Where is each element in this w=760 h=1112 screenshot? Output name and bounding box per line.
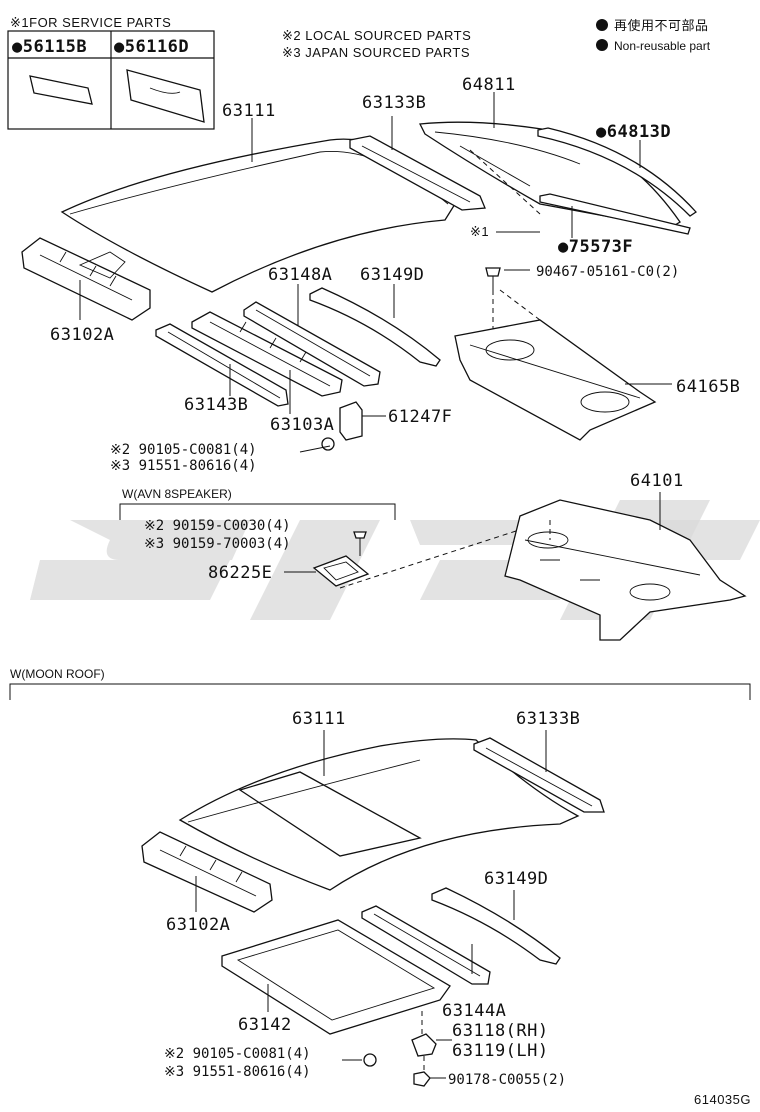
label-63119[interactable]: 63119(LH) [452,1041,549,1061]
moonroof-bracket [9,683,751,700]
package-tray-64165B[interactable] [454,319,657,441]
legend-jp: 再使用不可部品 [614,18,709,33]
legend-en: Non-reusable part [614,39,711,53]
label-avn-local[interactable]: ※2 90159-C0030(4) [144,518,291,534]
bracket-63118-63119[interactable] [411,1033,437,1057]
label-moonroof-bolt-japan[interactable]: ※3 91551-80616(4) [164,1064,311,1080]
part-shape-56115B[interactable] [29,75,93,105]
speaker-bracket-86225E[interactable] [312,555,370,587]
label-avn-japan[interactable]: ※3 90159-70003(4) [144,536,291,552]
legend-bullet-icon [596,19,608,31]
service-parts-box: ●56115B ●56116D [7,30,215,130]
label-63144A[interactable]: 63144A [442,1001,506,1021]
label-56116D[interactable]: ●56116D [114,37,189,57]
label-moonroof-63149D[interactable]: 63149D [484,869,548,889]
avn-condition: W(AVN 8SPEAKER) [122,487,232,501]
label-61247F[interactable]: 61247F [388,407,452,427]
label-63102A[interactable]: 63102A [50,325,114,345]
label-moonroof-63102A[interactable]: 63102A [166,915,230,935]
label-63148A[interactable]: 63148A [268,265,332,285]
label-75573F[interactable]: ●75573F [558,237,633,257]
bolt-moonroof-90105[interactable] [342,1053,377,1067]
label-63133B[interactable]: 63133B [362,93,426,113]
label-63111[interactable]: 63111 [222,101,276,121]
service-parts-note: ※1FOR SERVICE PARTS [10,15,171,30]
label-64811[interactable]: 64811 [462,75,516,95]
sunroof-housing-63142[interactable] [221,919,451,1035]
label-64165B[interactable]: 64165B [676,377,740,397]
rear-header-63103A[interactable] [191,311,343,397]
japan-sourced-note: ※3 JAPAN SOURCED PARTS [282,45,470,60]
nut-90178[interactable] [413,1071,446,1087]
front-header-moonroof-63102A[interactable] [141,831,273,913]
label-bolt-japan[interactable]: ※3 91551-80616(4) [110,458,257,474]
label-63143B[interactable]: 63143B [184,395,248,415]
rail-moonroof-63133B[interactable] [473,737,605,813]
moonroof-condition: W(MOON ROOF) [10,667,105,681]
diagram-code: 614035G [694,1092,751,1107]
label-moonroof-bolt-local[interactable]: ※2 90105-C0081(4) [164,1046,311,1062]
part-shape-56116D[interactable] [126,69,205,123]
legend-bullet-icon [596,39,608,51]
label-64813D[interactable]: ●64813D [596,122,671,142]
roof-panel-63111[interactable] [60,138,461,293]
label-63149D[interactable]: 63149D [360,265,424,285]
label-63118[interactable]: 63118(RH) [452,1021,549,1041]
label-63142[interactable]: 63142 [238,1015,292,1035]
clip-90467[interactable] [485,267,530,290]
label-90178[interactable]: 90178-C0055(2) [448,1072,566,1088]
label-64101[interactable]: 64101 [630,471,684,491]
label-86225E[interactable]: 86225E [208,563,272,583]
label-moonroof-63133B[interactable]: 63133B [516,709,580,729]
screw-90159[interactable] [353,531,367,556]
label-bolt-local[interactable]: ※2 90105-C0081(4) [110,442,257,458]
avn-bracket [119,503,396,520]
front-header-63102A[interactable] [21,237,151,321]
label-moonroof-63111[interactable]: 63111 [292,709,346,729]
bolt-90105[interactable] [299,437,335,453]
moulding-64813D[interactable] [537,127,697,217]
local-sourced-note: ※2 LOCAL SOURCED PARTS [282,28,471,43]
sunroof-opening [238,771,422,857]
bracket-61247F[interactable] [339,401,363,441]
package-tray-panel-64101[interactable] [504,499,747,641]
rail-63133B[interactable] [349,135,486,211]
label-90467[interactable]: 90467-05161-C0(2) [536,264,679,280]
moulding-75573F[interactable] [539,193,691,235]
label-63103A[interactable]: 63103A [270,415,334,435]
service-marker: ※1 [470,224,489,239]
label-56115B[interactable]: ●56115B [12,37,87,57]
roof-panel-moonroof-63111[interactable] [178,738,580,891]
rail-63149D[interactable] [309,287,441,367]
rail-moonroof-63149D[interactable] [431,887,561,965]
